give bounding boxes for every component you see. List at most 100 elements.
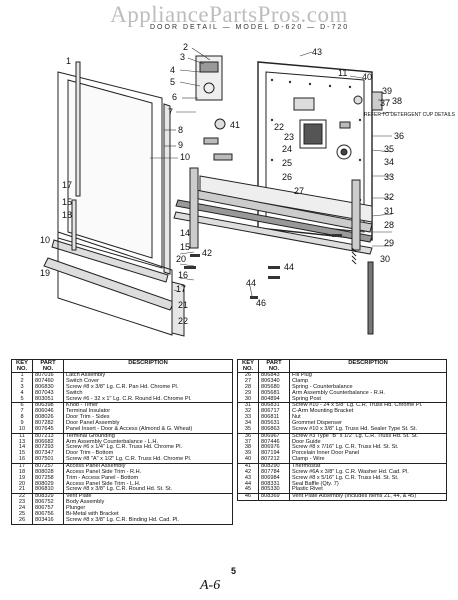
cell-key: 19: [11, 475, 33, 482]
cell-part: 803416: [32, 517, 64, 525]
cell-desc: Trim - Access Panel - Bottom: [63, 475, 233, 482]
cell-part: 807212: [258, 456, 290, 465]
callout-16: 17: [62, 180, 72, 190]
counterbalance-arm-left: [189, 167, 199, 249]
cell-part: 806811: [258, 414, 290, 422]
callout-4: 4: [170, 65, 175, 75]
cell-key: 13: [11, 439, 33, 446]
cell-part: 803051: [32, 396, 64, 404]
cell-desc: Spring Post: [289, 396, 447, 404]
callout-23: 23: [284, 132, 294, 142]
cell-desc: Seal Baffle (Qty. 7): [289, 481, 447, 488]
cell-part: 806682: [32, 439, 64, 446]
cell-part: 806967: [258, 433, 290, 440]
cell-key: 33: [237, 414, 259, 422]
cell-desc: Latch Assembly: [63, 372, 233, 380]
cell-part: 807258: [32, 475, 64, 482]
cell-part: 807501: [32, 456, 64, 465]
cell-key: 38: [237, 445, 259, 452]
cell-desc: Fill Plug: [289, 372, 447, 380]
cell-part: 807194: [258, 450, 290, 458]
cell-desc: Access Panel Assembly: [63, 463, 233, 470]
cell-desc: Screw #8 x 3/8" Lg. C.R. Binding Hd. Cad…: [63, 517, 233, 525]
cell-key: 17: [11, 463, 33, 470]
callout-3: 3: [180, 52, 185, 62]
cell-part: 806976: [258, 445, 290, 452]
header-part: PART NO.: [32, 359, 64, 374]
diagram-title: DOOR DETAIL — MODEL D-620 — D-720: [150, 24, 350, 31]
header-part: PART NO.: [258, 359, 290, 374]
callout-18: 19: [40, 268, 50, 278]
cell-desc: Door Panel Assembly: [63, 420, 233, 427]
cell-key: 7: [11, 408, 33, 416]
callout-38: 38: [392, 96, 402, 106]
cell-part: 808028: [32, 469, 64, 476]
callout-2: 2: [183, 42, 188, 52]
cell-part: 807347: [32, 450, 64, 458]
cell-part: 806752: [32, 499, 64, 507]
callout-21: 22: [178, 316, 188, 326]
cell-key: 18: [11, 469, 33, 476]
callout-6: 6: [172, 92, 177, 102]
cell-part: 808329: [32, 493, 64, 501]
cell-part: 806756: [32, 511, 64, 518]
cell-part: 806810: [32, 486, 64, 495]
cell-desc: Door Trim - Bottom: [63, 450, 233, 458]
cell-part: 807293: [32, 445, 64, 452]
cell-part: 805631: [258, 420, 290, 427]
cell-desc: Terminal Grounding: [63, 433, 233, 440]
cell-key: 36: [237, 433, 259, 440]
cell-desc: Door Guide: [289, 439, 447, 446]
callout-39: 39: [382, 86, 392, 96]
cell-desc: Panel Insert - Door & Access (Almond & G…: [63, 426, 233, 434]
callout-32: 32: [384, 192, 394, 202]
cell-desc: Screw #8 x 5/16" Lg. C.R. Truss Hd. St. …: [289, 475, 447, 482]
cell-key: 5: [11, 396, 33, 404]
cell-desc: Screw #8 x 7/16" Lg. C.R. Truss Hd. St. …: [289, 445, 447, 452]
cell-desc: Thermostat: [289, 463, 447, 470]
cell-part: 807446: [258, 439, 290, 446]
cell-desc: Body Assembly: [63, 499, 233, 507]
cell-key: 2: [11, 378, 33, 385]
cell-key: 45: [237, 486, 259, 495]
cell-key: 26: [237, 372, 259, 380]
cell-part: 807257: [32, 463, 64, 470]
cell-part: 808029: [32, 481, 64, 488]
callout-37: 37: [380, 98, 390, 108]
cell-key: 25: [11, 511, 33, 518]
cell-desc: Screw #3 Type "B" x 1/2" Lg. C.R. Truss …: [289, 433, 447, 440]
callout-labels: 2 3 4 5 6 7 8 9 10 1 17 15 18 10 19 14 1…: [40, 42, 404, 326]
cell-key: 8: [11, 414, 33, 422]
cell-part: 806863: [258, 426, 290, 434]
callout-45: 44: [246, 278, 256, 288]
cell-desc: C-Arm Mounting Bracket: [289, 408, 447, 416]
cell-part: 806831: [258, 402, 290, 410]
cell-desc: Plastic Rivet: [289, 486, 447, 495]
cell-key: 35: [237, 426, 259, 434]
cell-key: 23: [11, 499, 33, 507]
cell-desc: Vent Plate Assembly (Includes Items 21, …: [289, 493, 447, 502]
cell-key: 24: [11, 505, 33, 512]
